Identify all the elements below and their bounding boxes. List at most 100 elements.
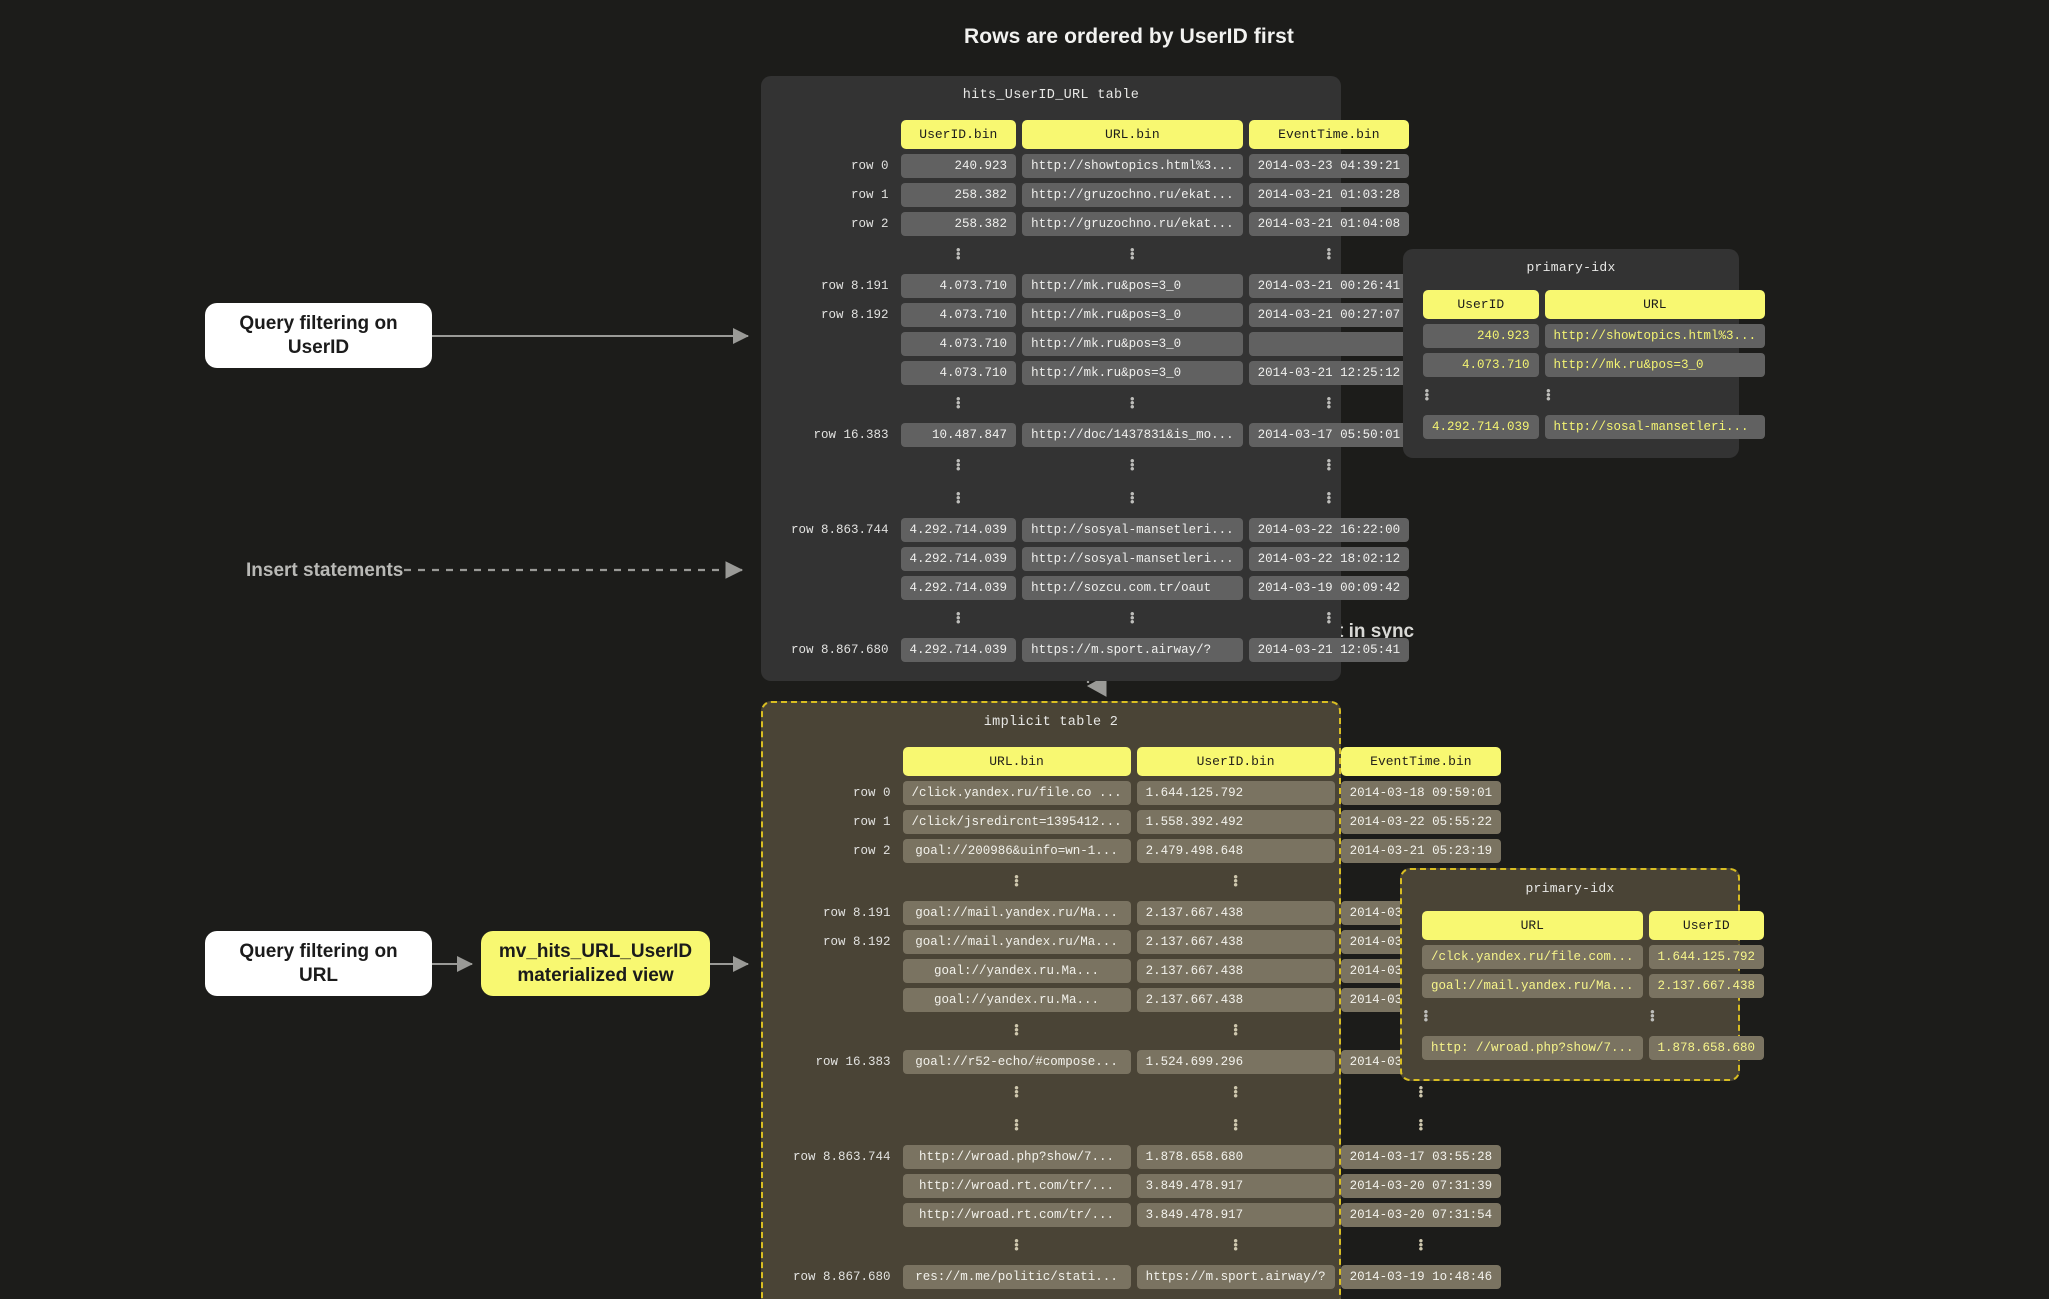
ellipsis-marker: ••• <box>1128 243 1137 266</box>
row-label: row 1 <box>851 188 889 202</box>
table-cell-userid: 4.073.710 <box>900 274 1017 298</box>
idx-cell: 2.137.667.438 <box>1648 974 1765 998</box>
row-label: row 16.383 <box>813 428 889 442</box>
ellipsis-marker: ••• <box>1231 1019 1240 1042</box>
idx-column-header[interactable]: URL <box>1544 290 1766 319</box>
table-cell-url: goal://r52-echo/#compose... <box>902 1050 1131 1074</box>
table-cell-url: goal://yandex.ru.Ma... <box>902 988 1131 1012</box>
table-ellipsis-row: ••••••••• <box>791 485 1409 513</box>
table-cell-url: res://m.me/politic/stati... <box>902 1265 1131 1289</box>
idx-row: http: //wroad.php?show/7...1.878.658.680 <box>1422 1036 1765 1060</box>
idx-column-header[interactable]: URL <box>1422 911 1643 940</box>
idx-cell: /clck.yandex.ru/file.com... <box>1422 945 1643 969</box>
row-label <box>793 1203 897 1227</box>
table-cell-userid: 10.487.847 <box>900 423 1017 447</box>
table-cell-url: http://sosyal-mansetleri... <box>1022 518 1243 542</box>
idx-cell: goal://mail.yandex.ru/Ma... <box>1422 974 1643 998</box>
row-label: row 2 <box>851 217 889 231</box>
row-label <box>793 1017 897 1045</box>
table-cell-userid: 4.073.710 <box>900 361 1017 385</box>
idx-ellipsis-row: •••••• <box>1423 382 1765 410</box>
row-label <box>791 390 895 418</box>
table-cell-event: 2014-03-20 07:31:39 <box>1340 1174 1502 1198</box>
table-cell-userid: 2.479.498.648 <box>1136 839 1335 863</box>
table-cell-userid: 2.137.667.438 <box>1136 959 1335 983</box>
column-header[interactable]: EventTime.bin <box>1248 120 1410 149</box>
table-ellipsis-row: ••• ••• ••• <box>793 1112 1501 1140</box>
ellipsis-marker: ••• <box>1231 870 1240 893</box>
panel-title: primary-idx <box>1526 260 1616 275</box>
idx-cell: http://sosal-mansetleri... <box>1544 415 1766 439</box>
ellipsis-marker: ••• <box>1012 1114 1021 1137</box>
panel-title: implicit table 2 <box>983 715 1119 730</box>
table-cell-event: 2014-03-17 03:55:28 <box>1340 1145 1502 1169</box>
table-row: row 8.867.680 res://m.me/politic/stati...… <box>793 1265 1502 1289</box>
column-header[interactable]: EventTime.bin <box>1340 747 1502 776</box>
idx-column-header[interactable]: UserID <box>1423 290 1539 319</box>
row-label <box>791 361 895 385</box>
table-cell-event: 2014-03-19 00:09:42 <box>1248 576 1410 600</box>
row-label-spacer <box>793 747 897 776</box>
table-cell-url: http://mk.ru&pos=3_0 <box>1022 303 1243 327</box>
idx-column-header[interactable]: UserID <box>1648 911 1765 940</box>
column-header[interactable]: URL.bin <box>902 747 1131 776</box>
ellipsis-marker: ••• <box>1416 1114 1425 1137</box>
ellipsis-marker: ••• <box>1012 1019 1021 1042</box>
table-cell-url: http://mk.ru&pos=3_0 <box>1022 361 1243 385</box>
table-cell-event: 2014-03-22 16:22:00 <box>1248 518 1410 542</box>
row-label: row 8.867.680 <box>793 1270 891 1284</box>
row-label: row 8.191 <box>823 906 891 920</box>
table-cell-userid: 2.137.667.438 <box>1136 930 1335 954</box>
table-row: row 1/click/jsredircnt=1395412...1.558.3… <box>793 810 1502 834</box>
row-label: row 8.863.744 <box>793 1150 891 1164</box>
callout-query-url[interactable]: Query filtering on URL <box>205 931 432 996</box>
ellipsis-marker: ••• <box>1423 384 1431 407</box>
table-cell-url: http://gruzochno.ru/ekat... <box>1022 183 1243 207</box>
idx-cell: http: //wroad.php?show/7... <box>1422 1036 1643 1060</box>
ellipsis-marker: ••• <box>1128 392 1137 415</box>
table-cell-url: http://wroad.php?show/7... <box>902 1145 1131 1169</box>
callout-materialized-view[interactable]: mv_hits_URL_UserID materialized view <box>481 931 710 996</box>
ellipsis-marker: ••• <box>1422 1005 1430 1028</box>
table-cell-url: http://sozcu.com.tr/oaut <box>1022 576 1243 600</box>
column-header[interactable]: UserID.bin <box>1136 747 1335 776</box>
table-cell-userid: 2.137.667.438 <box>1136 901 1335 925</box>
table-cell-userid: 4.292.714.039 <box>900 518 1017 542</box>
ellipsis-marker: ••• <box>954 392 963 415</box>
table-cell-event: 2014-03-22 05:55:22 <box>1340 810 1502 834</box>
idx-cell: 4.292.714.039 <box>1423 415 1539 439</box>
ellipsis-marker: ••• <box>1231 1114 1240 1137</box>
column-header[interactable]: UserID.bin <box>900 120 1017 149</box>
column-header[interactable]: URL.bin <box>1022 120 1243 149</box>
ellipsis-marker: ••• <box>1324 243 1333 266</box>
row-label <box>791 576 895 600</box>
table-cell-userid: 1.644.125.792 <box>1136 781 1335 805</box>
table-cell-url: goal://mail.yandex.ru/Ma... <box>902 901 1131 925</box>
idx-cell: http://mk.ru&pos=3_0 <box>1544 353 1766 377</box>
table-row: row 8.191 goal://mail.yandex.ru/Ma...2.13… <box>793 901 1502 925</box>
table-ellipsis-row: ••••••••• <box>793 1079 1501 1107</box>
table-cell-event: 2014-03-17 05:50:01 <box>1248 423 1410 447</box>
callout-query-userid[interactable]: Query filtering on UserID <box>205 303 432 368</box>
ellipsis-marker: ••• <box>1128 487 1137 510</box>
table-ellipsis-row: ••••••••• <box>791 390 1409 418</box>
table-cell-event: 2014-03-19 1o:48:46 <box>1340 1265 1502 1289</box>
table-cell-url: http://showtopics.html%3... <box>1022 154 1243 178</box>
table-cell-url: http://gruzochno.ru/ekat... <box>1022 212 1243 236</box>
ellipsis-marker: ••• <box>1648 1005 1657 1028</box>
table-cell-event <box>1248 332 1410 356</box>
